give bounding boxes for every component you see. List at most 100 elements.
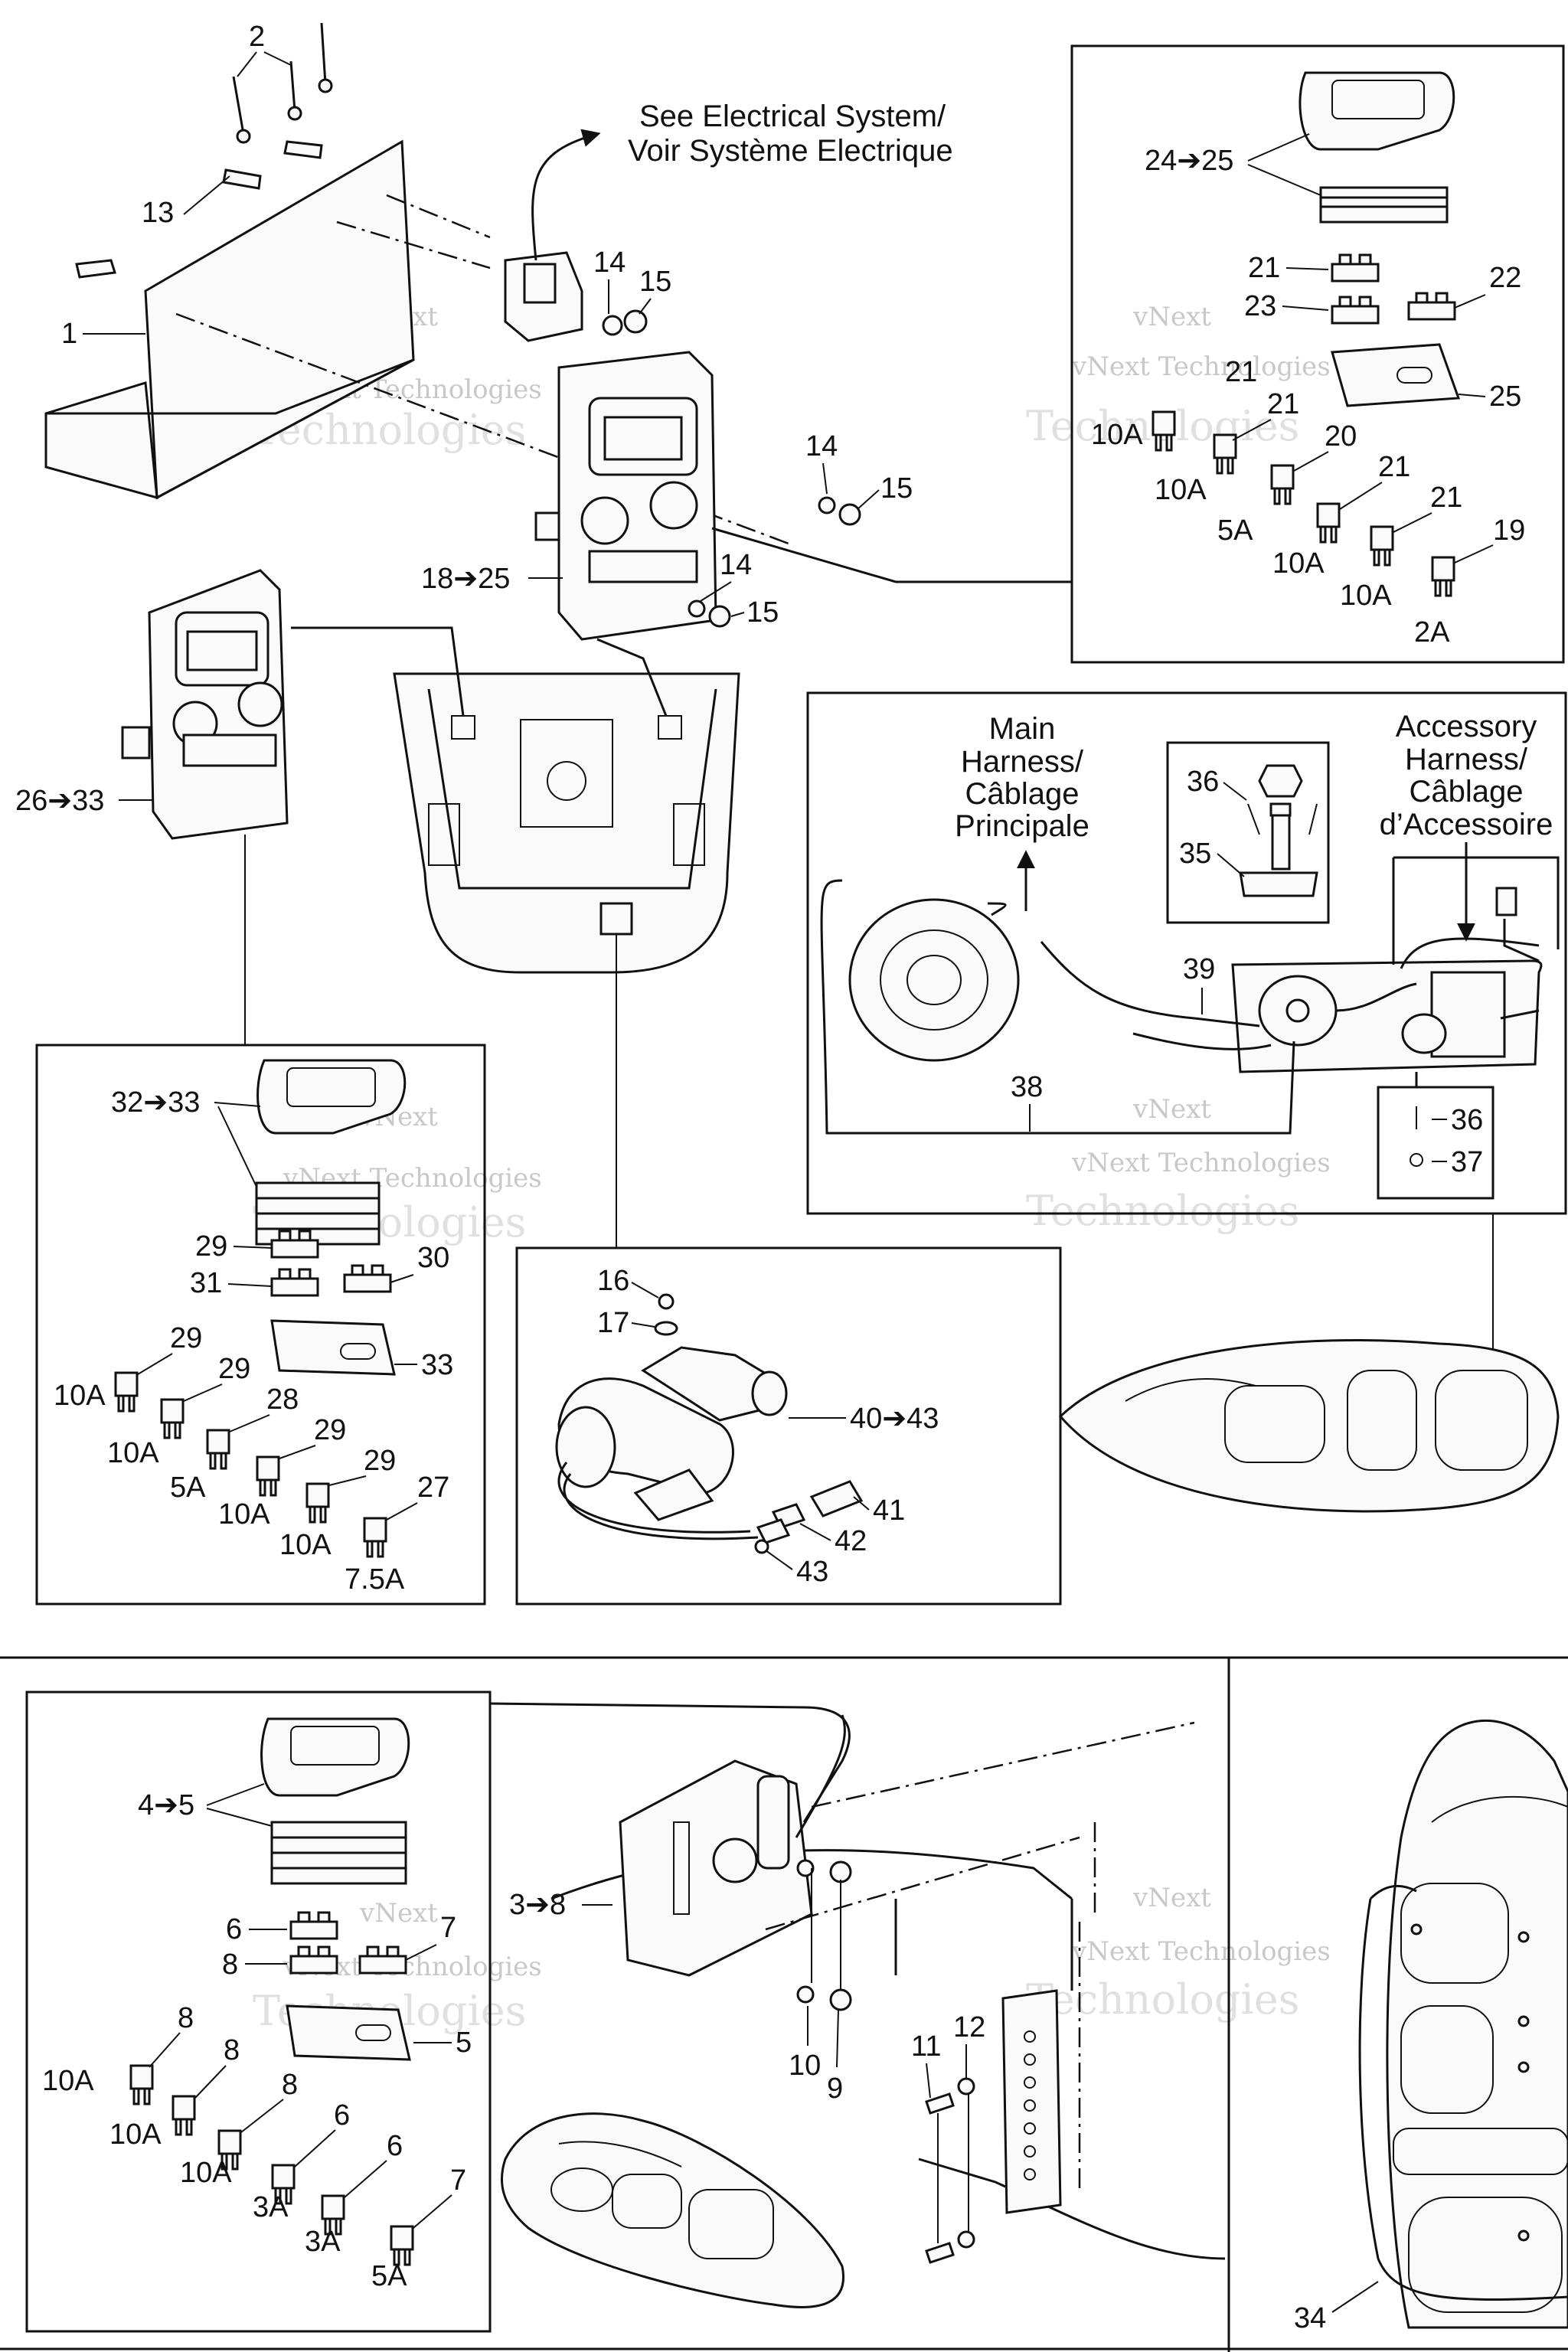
callout-21b: 21 bbox=[1225, 356, 1257, 388]
callout-37: 37 bbox=[1451, 1146, 1483, 1178]
callout-6c: 6 bbox=[387, 2130, 403, 2162]
callout-14a: 14 bbox=[593, 247, 626, 279]
callout-10: 10 bbox=[789, 2050, 821, 2082]
callout-14b: 14 bbox=[805, 430, 838, 462]
callout-8a: 8 bbox=[222, 1949, 238, 1981]
callout-11: 11 bbox=[911, 2030, 941, 2063]
callout-15a: 15 bbox=[639, 266, 671, 298]
watermarks: vNext vNext Technologies Technologies vN… bbox=[253, 302, 1331, 2035]
callout-14c: 14 bbox=[720, 549, 752, 581]
callout-30: 30 bbox=[417, 1242, 449, 1274]
callout-40-43: 40➔43 bbox=[850, 1403, 939, 1435]
note-main-harness-3: Câblage bbox=[965, 777, 1079, 811]
amp-ml-10a-2: 10A bbox=[107, 1437, 159, 1469]
fuse-box-18-25 bbox=[534, 351, 717, 641]
note-main-harness-2: Harness/ bbox=[961, 745, 1084, 779]
callout-4-5: 4➔5 bbox=[138, 1789, 194, 1821]
callout-24-25: 24➔25 bbox=[1145, 145, 1233, 177]
callout-33: 33 bbox=[421, 1349, 453, 1381]
callout-29b: 29 bbox=[170, 1322, 202, 1354]
fuse-set-box-top bbox=[1070, 44, 1565, 664]
callout-17: 17 bbox=[597, 1307, 629, 1339]
callout-36b: 36 bbox=[1451, 1104, 1483, 1136]
note-main-harness-4: Principale bbox=[955, 809, 1089, 843]
callout-42: 42 bbox=[835, 1525, 867, 1557]
boat-side bbox=[1058, 1338, 1560, 1513]
callout-32-33: 32➔33 bbox=[111, 1086, 200, 1119]
amp-bl-3a-1: 3A bbox=[253, 2191, 289, 2223]
amp-tr-2a: 2A bbox=[1414, 616, 1450, 648]
callout-36a: 36 bbox=[1187, 766, 1219, 798]
svg-text:vNext: vNext bbox=[359, 1898, 438, 1929]
callout-5: 5 bbox=[456, 2027, 472, 2059]
callout-8c: 8 bbox=[224, 2034, 240, 2066]
callout-6a: 6 bbox=[226, 1913, 242, 1945]
callout-6b: 6 bbox=[334, 2099, 350, 2132]
note-accessory-harness-2: Harness/ bbox=[1405, 743, 1528, 776]
callout-21a: 21 bbox=[1248, 252, 1280, 284]
callout-31: 31 bbox=[190, 1267, 222, 1299]
pump-assembly bbox=[555, 1293, 864, 1554]
callout-28: 28 bbox=[266, 1383, 299, 1416]
screw-inset-box bbox=[1377, 1086, 1494, 1200]
boat-top-large bbox=[1358, 1719, 1568, 2329]
callout-38: 38 bbox=[1011, 1071, 1043, 1103]
svg-text:vNext Technologies: vNext Technologies bbox=[1071, 1936, 1331, 1967]
callout-9: 9 bbox=[827, 2073, 843, 2105]
electric-motor bbox=[848, 898, 1020, 1062]
amp-tr-5a: 5A bbox=[1217, 514, 1253, 547]
callout-41: 41 bbox=[873, 1494, 905, 1527]
console-housing bbox=[291, 626, 740, 1248]
svg-text:vNext: vNext bbox=[1132, 1883, 1211, 1913]
callout-22: 22 bbox=[1489, 262, 1521, 294]
callout-29e: 29 bbox=[364, 1445, 396, 1477]
callout-21e: 21 bbox=[1430, 482, 1462, 514]
callout-21d: 21 bbox=[1378, 451, 1410, 483]
callout-20: 20 bbox=[1325, 420, 1357, 452]
callout-29a: 29 bbox=[195, 1230, 227, 1263]
amp-ml-5a: 5A bbox=[170, 1472, 206, 1504]
callout-18-25: 18➔25 bbox=[421, 563, 510, 595]
callout-1: 1 bbox=[61, 318, 77, 350]
callout-13: 13 bbox=[142, 197, 174, 229]
callout-7a: 7 bbox=[440, 1912, 456, 1944]
amp-tr-10a-1: 10A bbox=[1091, 419, 1143, 451]
svg-text:vNext: vNext bbox=[1132, 302, 1211, 332]
callout-39: 39 bbox=[1183, 953, 1215, 985]
amp-bl-10a-2: 10A bbox=[109, 2118, 162, 2151]
harness-plate bbox=[820, 856, 1560, 1135]
svg-text:Technologies: Technologies bbox=[1026, 1187, 1299, 1235]
harness-box bbox=[806, 691, 1567, 1215]
pump-box bbox=[515, 1246, 1062, 1606]
amp-tr-10a-4: 10A bbox=[1340, 580, 1392, 612]
callout-34: 34 bbox=[1294, 2302, 1326, 2334]
note-main-harness-1: Main bbox=[989, 712, 1056, 746]
boat-top-small bbox=[500, 2112, 844, 2308]
amp-ml-7-5a: 7.5A bbox=[345, 1563, 405, 1596]
fuse-cover-top bbox=[1152, 71, 1461, 597]
relay-connector bbox=[504, 129, 648, 342]
svg-text:vNext Technologies: vNext Technologies bbox=[1071, 1148, 1331, 1178]
callout-27: 27 bbox=[417, 1472, 449, 1504]
callout-25: 25 bbox=[1489, 381, 1521, 413]
callout-43: 43 bbox=[796, 1556, 828, 1588]
mounting-plate-assembly bbox=[44, 22, 789, 545]
amp-tr-10a-2: 10A bbox=[1155, 474, 1207, 506]
svg-text:Technologies: Technologies bbox=[1026, 1975, 1299, 2024]
note-see-electrical-2: Voir Système Electrique bbox=[628, 134, 953, 168]
callout-15c: 15 bbox=[746, 596, 779, 629]
callout-8b: 8 bbox=[178, 2002, 194, 2034]
fuse-box-26-33 bbox=[121, 569, 289, 840]
callout-35: 35 bbox=[1179, 838, 1211, 870]
note-accessory-harness-4: d’Accessoire bbox=[1380, 808, 1553, 841]
callout-7b: 7 bbox=[450, 2164, 466, 2197]
fuse-cover-middle bbox=[114, 1059, 407, 1558]
note-see-electrical-1: See Electrical System/ bbox=[639, 100, 946, 133]
svg-text:vNext: vNext bbox=[1132, 1094, 1211, 1125]
callout-26-33: 26➔33 bbox=[15, 785, 104, 817]
callout-15b: 15 bbox=[880, 472, 913, 505]
fuse-set-box-bottom bbox=[25, 1690, 492, 2333]
solenoid-terminal bbox=[1239, 764, 1318, 897]
callout-2: 2 bbox=[249, 21, 265, 53]
amp-bl-3a-2: 3A bbox=[305, 2226, 341, 2258]
